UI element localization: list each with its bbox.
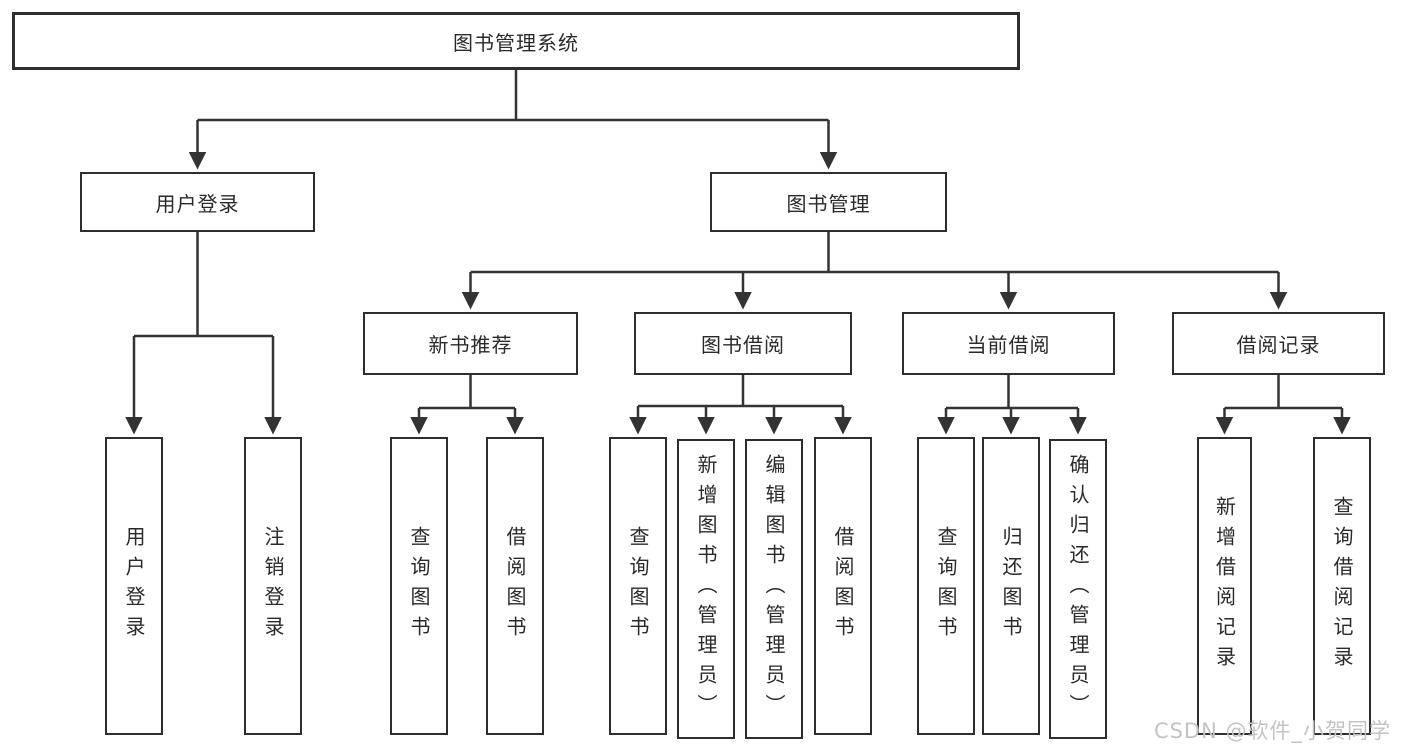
node-label: 注销登录: [261, 526, 285, 646]
node-label: 查询图书: [626, 526, 650, 646]
node-label: 借阅记录: [1236, 333, 1321, 357]
node-leaf-query-books-1: 查询图书: [390, 437, 448, 735]
csdn-watermark: CSDN @软件_小贺同学: [1153, 719, 1391, 743]
node-leaf-borrow-books-1: 借阅图书: [486, 437, 544, 735]
node-label: 查询借阅记录: [1330, 496, 1354, 676]
node-leaf-borrow-books-2: 借阅图书: [814, 437, 872, 735]
node-label: 新增图书（管理员）: [694, 454, 718, 724]
node-leaf-query-borrow-record: 查询借阅记录: [1313, 437, 1371, 735]
node-label: 当前借阅: [966, 333, 1051, 357]
node-label: 图书借阅: [701, 333, 785, 357]
node-label: 新增借阅记录: [1212, 496, 1237, 676]
node-label: 新书推荐: [428, 333, 513, 357]
node-leaf-user-login: 用户登录: [105, 437, 163, 735]
node-book-borrow: 图书借阅: [634, 312, 852, 375]
node-leaf-edit-books-admin: 编辑图书（管理员）: [745, 439, 803, 739]
node-label: 借阅图书: [503, 526, 527, 646]
node-label: 图书管理: [786, 191, 871, 216]
node-label: 编辑图书（管理员）: [762, 454, 786, 724]
node-book-management: 图书管理: [710, 172, 947, 232]
node-current-borrow: 当前借阅: [902, 312, 1115, 375]
node-borrow-record: 借阅记录: [1172, 312, 1385, 375]
node-label: 图书管理系统: [453, 30, 579, 55]
node-leaf-query-books-3: 查询图书: [917, 437, 975, 735]
node-label: 确认归还（管理员）: [1066, 454, 1090, 724]
node-label: 用户登录: [155, 191, 240, 216]
node-label: 归还图书: [999, 526, 1023, 646]
node-leaf-logout: 注销登录: [244, 437, 302, 735]
node-leaf-add-books-admin: 新增图书（管理员）: [677, 439, 735, 739]
node-new-book-recommend: 新书推荐: [363, 312, 578, 375]
node-label: 查询图书: [407, 526, 431, 646]
node-leaf-add-borrow-record: 新增借阅记录: [1197, 437, 1252, 735]
node-user-login: 用户登录: [80, 172, 315, 232]
node-leaf-query-books-2: 查询图书: [609, 437, 667, 735]
node-leaf-confirm-return-admin: 确认归还（管理员）: [1049, 439, 1107, 739]
node-label: 用户登录: [122, 526, 146, 646]
node-library-management-system: 图书管理系统: [12, 12, 1020, 70]
node-leaf-return-books: 归还图书: [982, 437, 1040, 735]
node-label: 借阅图书: [831, 526, 855, 646]
node-label: 查询图书: [934, 526, 958, 646]
